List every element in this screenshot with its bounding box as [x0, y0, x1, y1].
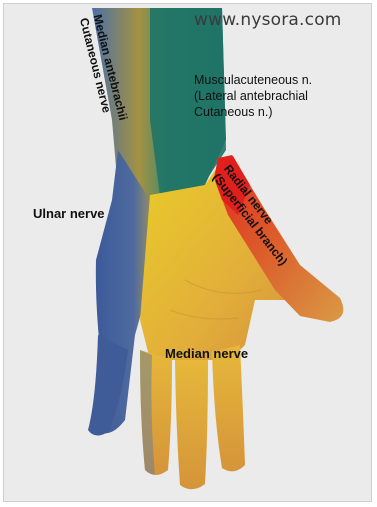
middle-finger	[175, 360, 208, 489]
ulnar-nerve-label: Ulnar nerve	[33, 206, 105, 221]
index-finger	[212, 345, 245, 471]
label-line: (Lateral antebrachial	[194, 88, 312, 104]
median-nerve-label: Median nerve	[165, 346, 248, 361]
musculocutaneous-label: Musculacuteneous n. (Lateral antebrachia…	[194, 72, 312, 120]
label-line: Musculacuteneous n.	[194, 72, 312, 88]
watermark: www.nysora.com	[194, 10, 342, 30]
label-line: Cutaneous n.)	[194, 104, 312, 120]
